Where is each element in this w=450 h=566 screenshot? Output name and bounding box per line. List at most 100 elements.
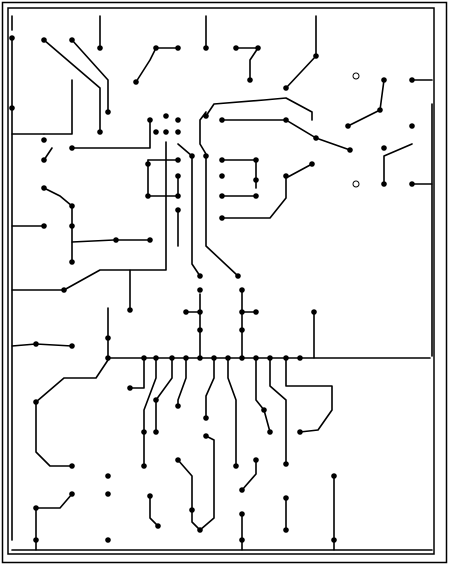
trace-36 [107,307,431,359]
pad-113 [147,493,153,499]
trace-41 [129,357,145,389]
pad-18 [163,113,169,119]
pad-105 [283,461,289,467]
pad-28 [175,129,181,135]
pad-45 [219,173,225,179]
pad-54 [175,207,181,213]
pad-29 [41,137,47,143]
pad-25 [97,129,103,135]
pad-21 [219,117,225,123]
trace-30 [221,163,313,219]
pad-34 [253,157,259,163]
pad-85 [225,355,231,361]
pad-125 [33,537,39,543]
pad-79 [141,355,147,361]
trace-28 [221,159,257,189]
pad-110 [105,473,111,479]
pad-103 [141,463,147,469]
pad-93 [153,397,159,403]
pad-101 [33,399,39,405]
pad-95 [141,429,147,435]
pad-65 [61,287,67,293]
pad-43 [219,157,225,163]
trace-57 [241,459,257,491]
pad-10 [313,53,319,59]
pad-80 [153,355,159,361]
pad-26 [153,129,159,135]
trace-13 [71,119,151,149]
pad-121 [283,527,289,533]
trace-group [11,15,433,551]
pad-92 [127,385,133,391]
pad-16 [105,109,111,115]
trace-3 [71,39,109,113]
pad-15 [283,85,289,91]
inner-frame [7,7,435,555]
trace-43 [155,357,173,433]
pad-119 [155,523,161,529]
pad-9 [255,45,261,51]
pad-53 [409,181,415,187]
pad-46 [41,185,47,191]
trace-20 [147,159,179,197]
pad-6 [175,45,181,51]
pad-41 [175,157,181,163]
trace-42 [143,357,157,467]
trace-27 [199,111,239,277]
pad-82 [183,355,189,361]
trace-44 [177,357,187,407]
pad-52 [381,181,387,187]
pad-96 [153,429,159,435]
pad-19 [175,117,181,123]
pad-8 [233,45,239,51]
pad-97 [203,415,209,421]
pad-124 [331,537,337,543]
pad-116 [33,505,39,511]
pad-13 [381,77,387,83]
pad-group [9,35,415,543]
pad-122 [105,537,111,543]
pad-44 [253,177,259,183]
trace-35 [11,343,73,347]
pad-14 [409,77,415,83]
pad-51 [69,203,75,209]
pad-108 [253,457,259,463]
pad-50 [253,193,259,199]
pad-55 [219,215,225,221]
trace-18 [11,141,167,291]
pad-24 [377,107,383,113]
pad-107 [203,433,209,439]
pad-87 [253,355,259,361]
pad-4 [97,45,103,51]
pad-112 [69,491,75,497]
trace-6 [135,47,157,83]
pad-49 [219,193,225,199]
trace-49 [205,357,215,419]
pad-39 [41,157,47,163]
pad-118 [189,507,195,513]
pad-27 [163,129,169,135]
pad-67 [239,287,245,293]
trace-2 [43,39,101,133]
trace-31 [347,79,385,127]
pad-94 [175,403,181,409]
pad-98 [261,407,267,413]
pad-58 [41,223,47,229]
pad-33 [203,153,209,159]
trace-51 [255,357,271,433]
pad-47 [145,193,151,199]
pad-32 [189,153,195,159]
pad-123 [239,537,245,543]
trace-15 [43,187,73,263]
trace-37 [35,359,109,403]
pad-120 [197,527,203,533]
pad-91 [105,335,111,341]
pad-59 [69,223,75,229]
pad-75 [239,327,245,333]
pad-22 [283,117,289,123]
pad-83 [197,355,203,361]
pad-69 [183,309,189,315]
pad-38 [381,145,387,151]
